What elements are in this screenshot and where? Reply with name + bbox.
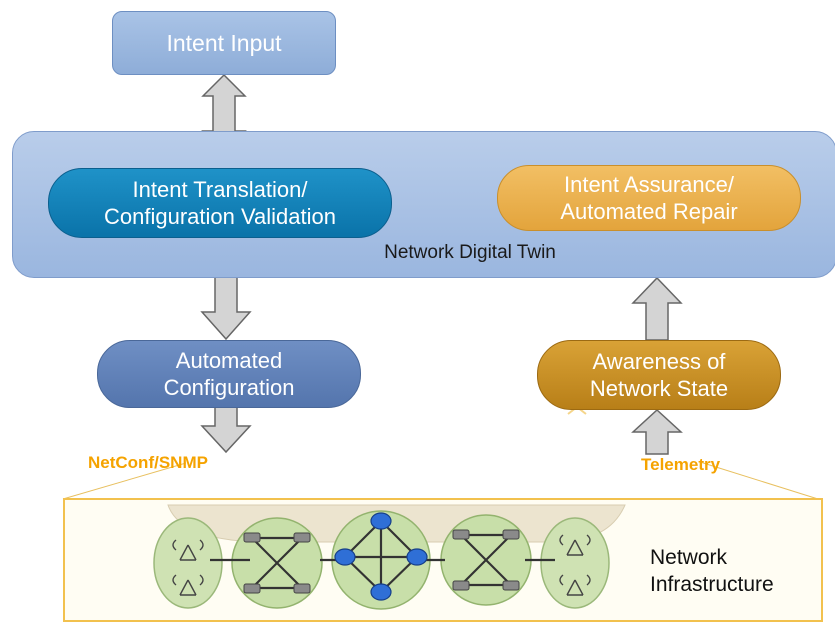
- intent-translation-node: Intent Translation/ Configuration Valida…: [48, 168, 392, 238]
- assurance-line-1: Intent Assurance/: [563, 172, 734, 197]
- left-access-cluster: [153, 517, 223, 609]
- infrastructure-line-1: Network: [650, 546, 728, 569]
- automated-line-1: Automated: [175, 348, 283, 373]
- translation-line-2: Configuration Validation: [104, 204, 336, 229]
- intent-assurance-node: Intent Assurance/ Automated Repair: [497, 165, 801, 231]
- router-nodes: [334, 512, 428, 601]
- down-arrow-config: [200, 275, 252, 341]
- netconf-snmp-label: NetConf/SNMP: [88, 453, 208, 472]
- down-arrow-netconf: [200, 405, 252, 454]
- antenna-icons: [172, 534, 591, 596]
- awareness-line-1: Awareness of: [592, 349, 726, 374]
- intent-input-label: Intent Input: [166, 29, 282, 56]
- callout-line-right: [699, 461, 819, 500]
- network-infrastructure-label: Network Infrastructure: [650, 544, 820, 598]
- assurance-line-2: Automated Repair: [560, 199, 738, 224]
- translation-line-1: Intent Translation/: [132, 177, 308, 202]
- switch-blocks: [243, 529, 520, 594]
- digital-twin-label: Network Digital Twin: [384, 242, 556, 263]
- automated-configuration-node: Automated Configuration: [97, 340, 361, 408]
- callout-line-left: [62, 462, 187, 500]
- network-awareness-node: Awareness of Network State: [537, 340, 781, 410]
- right-access-cluster: [540, 517, 610, 609]
- intent-input-box: Intent Input: [112, 11, 336, 75]
- up-arrow-telemetry: [631, 408, 683, 455]
- automated-line-2: Configuration: [163, 375, 295, 400]
- awareness-line-2: Network State: [589, 376, 729, 401]
- telemetry-label: Telemetry: [641, 455, 721, 474]
- infrastructure-line-2: Infrastructure: [650, 573, 774, 596]
